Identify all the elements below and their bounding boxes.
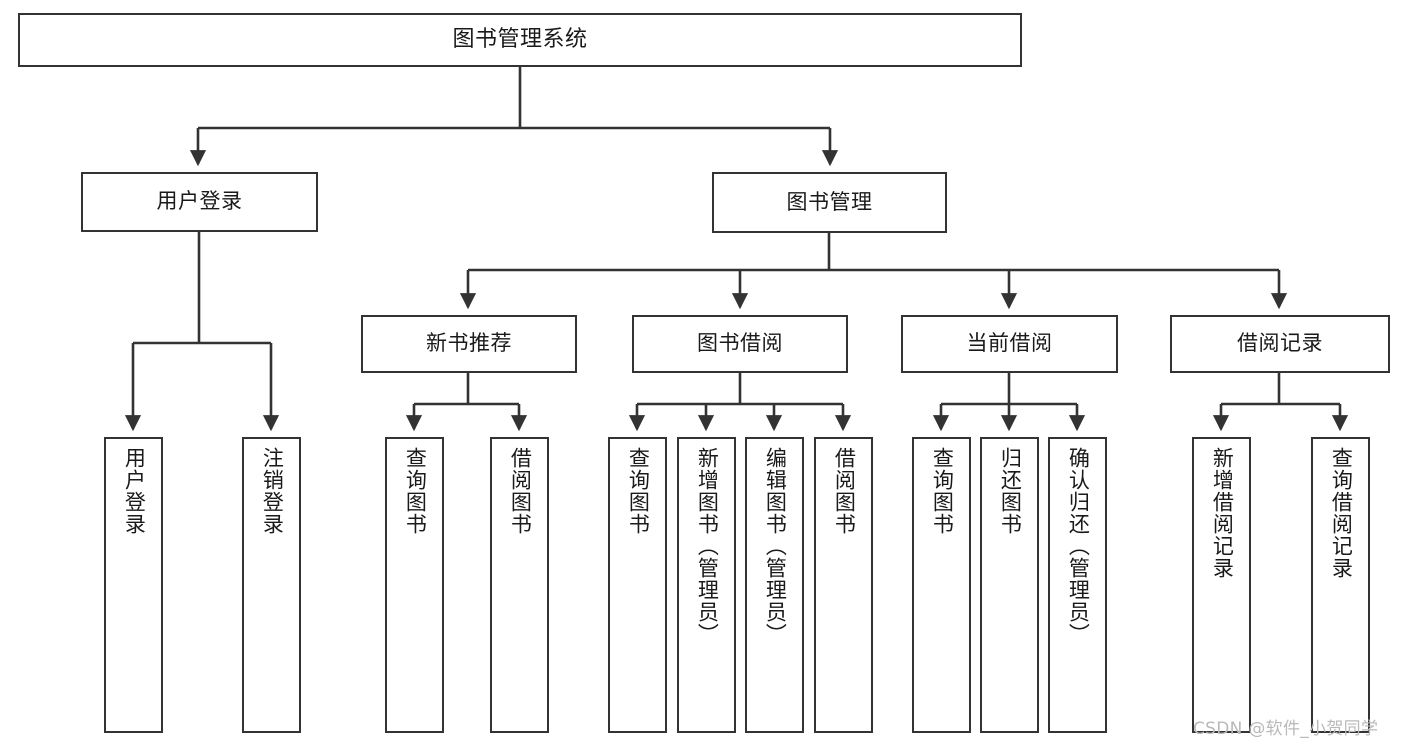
leaf-label: 查询图书 bbox=[626, 447, 651, 535]
leaf-label: 新增图书（管理员） bbox=[695, 447, 720, 645]
node-leaf-borrow-book-recommend[interactable]: 借阅图书 bbox=[490, 437, 549, 733]
leaf-label: 确认归还（管理员） bbox=[1066, 447, 1091, 645]
leaf-label: 借阅图书 bbox=[508, 447, 533, 535]
node-current-borrow[interactable]: 当前借阅 bbox=[901, 315, 1118, 373]
node-leaf-add-book[interactable]: 新增图书（管理员） bbox=[677, 437, 736, 733]
node-new-book-recommend[interactable]: 新书推荐 bbox=[361, 315, 577, 373]
node-user-login[interactable]: 用户登录 bbox=[81, 172, 318, 232]
node-book-management[interactable]: 图书管理 bbox=[712, 172, 947, 233]
leaf-label: 查询图书 bbox=[403, 447, 428, 535]
node-leaf-user-logout[interactable]: 注销登录 bbox=[242, 437, 301, 733]
leaf-label: 查询借阅记录 bbox=[1329, 447, 1354, 579]
node-leaf-query-borrow-record[interactable]: 查询借阅记录 bbox=[1311, 437, 1370, 733]
node-leaf-user-login[interactable]: 用户登录 bbox=[104, 437, 163, 733]
node-leaf-return-book[interactable]: 归还图书 bbox=[980, 437, 1039, 733]
leaf-label: 编辑图书（管理员） bbox=[763, 447, 788, 645]
leaf-label: 查询图书 bbox=[930, 447, 955, 535]
node-leaf-query-book-recommend[interactable]: 查询图书 bbox=[385, 437, 444, 733]
node-root-system[interactable]: 图书管理系统 bbox=[18, 13, 1022, 67]
node-leaf-query-book-borrow[interactable]: 查询图书 bbox=[608, 437, 667, 733]
node-book-borrow[interactable]: 图书借阅 bbox=[632, 315, 848, 373]
node-leaf-add-borrow-record[interactable]: 新增借阅记录 bbox=[1192, 437, 1251, 733]
leaf-label: 新增借阅记录 bbox=[1210, 447, 1235, 579]
node-leaf-edit-book[interactable]: 编辑图书（管理员） bbox=[745, 437, 804, 733]
leaf-label: 归还图书 bbox=[998, 447, 1023, 535]
leaf-label: 注销登录 bbox=[260, 447, 285, 535]
node-borrow-record[interactable]: 借阅记录 bbox=[1170, 315, 1390, 373]
node-leaf-query-book-current[interactable]: 查询图书 bbox=[912, 437, 971, 733]
leaf-label: 借阅图书 bbox=[832, 447, 857, 535]
csdn-watermark: CSDN @软件_小贺同学 bbox=[1193, 719, 1379, 739]
node-leaf-confirm-return[interactable]: 确认归还（管理员） bbox=[1048, 437, 1107, 733]
node-leaf-borrow-book[interactable]: 借阅图书 bbox=[814, 437, 873, 733]
leaf-label: 用户登录 bbox=[122, 447, 147, 535]
